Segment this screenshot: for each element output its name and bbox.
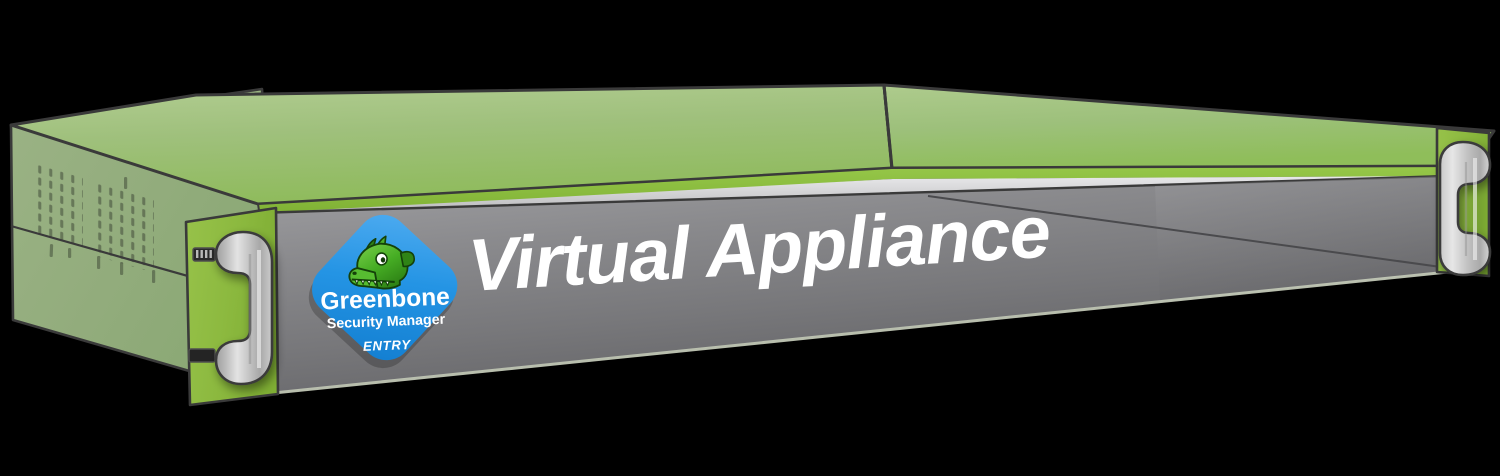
lid-seam-line xyxy=(882,84,894,171)
top-lid-panel xyxy=(9,83,1496,218)
right-rack-handle xyxy=(1438,140,1492,277)
rack-screw-slot-lower xyxy=(188,348,216,363)
greenbone-logo-badge: Greenbone Security Manager ENTRY xyxy=(308,214,458,369)
right-rack-ear xyxy=(1435,126,1492,278)
ventilation-slots xyxy=(36,163,156,283)
dragon-head-icon xyxy=(348,235,416,290)
badge-subtitle-text: Security Manager xyxy=(327,312,446,333)
bezel-right-shade xyxy=(1155,176,1448,302)
badge-tier-text: ENTRY xyxy=(363,337,412,354)
badge-brand-text: Greenbone xyxy=(320,284,450,316)
bezel-bottom-edge xyxy=(263,270,1449,396)
lid-right-half xyxy=(882,83,1496,170)
bezel-diagonal-seam xyxy=(927,195,1449,269)
left-rack-handle xyxy=(214,230,274,386)
left-rack-ear xyxy=(184,206,280,407)
rack-screw-slot-upper xyxy=(192,247,216,262)
